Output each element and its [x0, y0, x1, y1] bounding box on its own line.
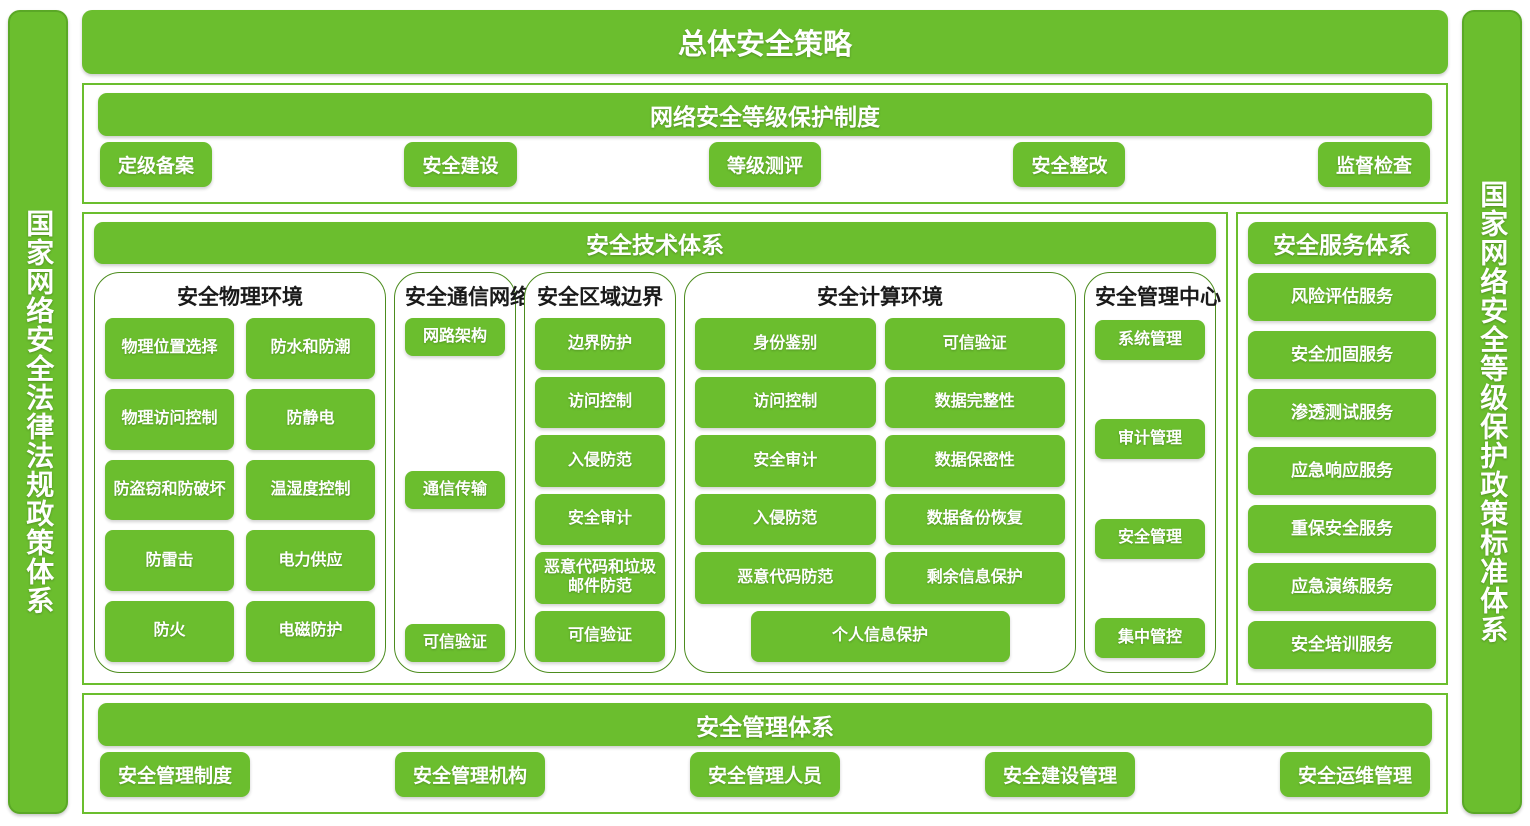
grading-step-chip[interactable]: 安全整改: [1013, 141, 1126, 187]
tech-item-chip[interactable]: 入侵防范: [535, 435, 665, 487]
tech-column-items: 网路架构 通信传输 可信验证: [405, 318, 505, 662]
grading-step-chip[interactable]: 安全建设: [404, 141, 517, 187]
tech-item-chip[interactable]: 恶意代码和垃圾邮件防范: [535, 552, 665, 604]
left-pillar-label: 国家网络安全法律法规政策体系: [23, 209, 55, 615]
tech-column-management-center: 安全管理中心 系统管理 审计管理 安全管理 集中管控: [1084, 272, 1221, 673]
tech-item-chip[interactable]: 温湿度控制: [246, 459, 375, 521]
service-item-chip[interactable]: 应急响应服务: [1248, 447, 1436, 495]
management-item-chip[interactable]: 安全运维管理: [1279, 751, 1430, 797]
grading-step-chip[interactable]: 监督检查: [1317, 141, 1430, 187]
tech-column-computing-environment: 安全计算环境 身份鉴别 可信验证 访问控制 数据完整性 安全审计 数据保密性 入…: [684, 272, 1076, 673]
technical-system-columns: 安全物理环境 物理位置选择 防水和防潮 物理访问控制 防静电 防盗窃和防破坏 温…: [94, 272, 1221, 673]
service-item-chip[interactable]: 应急演练服务: [1248, 563, 1436, 611]
service-system-title-bar: 安全服务体系: [1248, 222, 1436, 264]
tech-column-title: 安全通信网络: [405, 286, 531, 309]
grading-step-chip[interactable]: 定级备案: [100, 141, 213, 187]
tech-item-chip[interactable]: 系统管理: [1095, 320, 1205, 360]
tech-item-chip[interactable]: 数据备份恢复: [884, 493, 1065, 545]
tech-item-chip[interactable]: 网路架构: [405, 318, 505, 356]
tech-column-items: 身份鉴别 可信验证 访问控制 数据完整性 安全审计 数据保密性 入侵防范 数据备…: [695, 318, 1065, 662]
tech-item-chip[interactable]: 安全审计: [535, 493, 665, 545]
overall-security-strategy-title: 总体安全策略: [677, 29, 852, 61]
service-item-chip[interactable]: 安全培训服务: [1248, 621, 1436, 669]
right-pillar-label: 国家网络安全等级保护政策标准体系: [1477, 180, 1509, 644]
management-system-item-row: 安全管理制度 安全管理机构 安全管理人员 安全建设管理 安全运维管理: [98, 746, 1432, 802]
management-system-panel: 安全管理体系 安全管理制度 安全管理机构 安全管理人员 安全建设管理 安全运维管…: [82, 693, 1448, 814]
management-system-title: 安全管理体系: [696, 713, 834, 740]
middle-region: 安全技术体系 安全物理环境 物理位置选择 防水和防潮 物理访问控制 防静电 防盗…: [82, 212, 1448, 685]
tech-item-chip[interactable]: 可信验证: [405, 624, 505, 662]
tech-item-chip[interactable]: 电磁防护: [246, 601, 375, 662]
service-item-chip[interactable]: 重保安全服务: [1248, 505, 1436, 553]
tech-item-chip[interactable]: 恶意代码防范: [695, 552, 876, 604]
tech-item-chip[interactable]: 防盗窃和防破坏: [105, 459, 234, 521]
tech-column-communication-network: 安全通信网络 网路架构 通信传输 可信验证: [394, 272, 531, 673]
tech-item-chip[interactable]: 入侵防范: [695, 493, 876, 545]
service-item-chip[interactable]: 风险评估服务: [1248, 273, 1436, 321]
tech-item-chip[interactable]: 数据完整性: [884, 376, 1065, 428]
tech-item-chip[interactable]: 防静电: [246, 388, 375, 450]
grading-step-chip[interactable]: 等级测评: [708, 141, 821, 187]
tech-column-title: 安全计算环境: [817, 286, 943, 309]
management-system-title-bar: 安全管理体系: [98, 703, 1432, 746]
tech-item-chip[interactable]: 可信验证: [535, 610, 665, 662]
service-system-title: 安全服务体系: [1273, 232, 1411, 258]
grading-protection-panel: 网络安全等级保护制度 定级备案 安全建设 等级测评 安全整改 监督检查: [82, 83, 1448, 204]
tech-column-title: 安全管理中心: [1095, 286, 1221, 309]
tech-item-chip[interactable]: 访问控制: [695, 376, 876, 428]
right-pillar-grading-policy-standard-system: 国家网络安全等级保护政策标准体系: [1462, 10, 1522, 814]
service-item-chip[interactable]: 渗透测试服务: [1248, 389, 1436, 437]
grading-protection-title: 网络安全等级保护制度: [650, 103, 880, 130]
left-pillar-legal-policy-system: 国家网络安全法律法规政策体系: [8, 10, 68, 814]
tech-column-physical-environment: 安全物理环境 物理位置选择 防水和防潮 物理访问控制 防静电 防盗窃和防破坏 温…: [94, 272, 386, 673]
tech-item-chip[interactable]: 防雷击: [105, 530, 234, 592]
tech-item-chip[interactable]: 剩余信息保护: [884, 552, 1065, 604]
tech-item-chip[interactable]: 可信验证: [884, 318, 1065, 370]
tech-item-chip[interactable]: 数据保密性: [884, 435, 1065, 487]
tech-item-chip[interactable]: 安全审计: [695, 435, 876, 487]
center-column: 总体安全策略 网络安全等级保护制度 定级备案 安全建设 等级测评 安全整改 监督…: [82, 10, 1448, 814]
tech-column-items: 边界防护 访问控制 入侵防范 安全审计 恶意代码和垃圾邮件防范 可信验证: [535, 318, 665, 662]
tech-item-chip[interactable]: 防火: [105, 601, 234, 662]
tech-item-chip[interactable]: 集中管控: [1095, 617, 1205, 658]
tech-item-chip[interactable]: 访问控制: [535, 376, 665, 428]
tech-column-title: 安全区域边界: [537, 286, 663, 309]
service-system-panel: 安全服务体系 风险评估服务 安全加固服务 渗透测试服务 应急响应服务 重保安全服…: [1236, 212, 1448, 685]
tech-item-chip[interactable]: 身份鉴别: [695, 318, 876, 370]
tech-item-chip[interactable]: 物理访问控制: [105, 388, 234, 450]
management-item-chip[interactable]: 安全管理人员: [689, 751, 840, 797]
tech-item-chip[interactable]: 电力供应: [246, 530, 375, 592]
tech-item-chip[interactable]: 通信传输: [405, 471, 505, 509]
tech-column-items: 系统管理 审计管理 安全管理 集中管控: [1095, 318, 1205, 662]
technical-system-title: 安全技术体系: [586, 232, 724, 258]
technical-system-panel: 安全技术体系 安全物理环境 物理位置选择 防水和防潮 物理访问控制 防静电 防盗…: [82, 212, 1228, 685]
overall-security-strategy-banner: 总体安全策略: [82, 10, 1448, 74]
management-item-chip[interactable]: 安全建设管理: [984, 751, 1135, 797]
technical-system-title-bar: 安全技术体系: [94, 222, 1216, 264]
tech-column-title: 安全物理环境: [177, 286, 303, 309]
tech-item-chip[interactable]: 防水和防潮: [246, 318, 375, 379]
management-item-chip[interactable]: 安全管理制度: [100, 751, 251, 797]
tech-item-chip[interactable]: 个人信息保护: [750, 610, 1010, 662]
tech-item-chip[interactable]: 审计管理: [1095, 419, 1205, 460]
tech-column-items: 物理位置选择 防水和防潮 物理访问控制 防静电 防盗窃和防破坏 温湿度控制 防雷…: [105, 318, 375, 662]
grading-protection-title-bar: 网络安全等级保护制度: [98, 93, 1432, 136]
tech-item-chip[interactable]: 安全管理: [1095, 518, 1205, 559]
grading-protection-step-row: 定级备案 安全建设 等级测评 安全整改 监督检查: [98, 136, 1432, 192]
management-item-chip[interactable]: 安全管理机构: [394, 751, 545, 797]
service-item-chip[interactable]: 安全加固服务: [1248, 331, 1436, 379]
tech-item-chip[interactable]: 边界防护: [535, 318, 665, 370]
tech-item-chip[interactable]: 物理位置选择: [105, 318, 234, 379]
service-system-items: 风险评估服务 安全加固服务 渗透测试服务 应急响应服务 重保安全服务 应急演练服…: [1248, 273, 1436, 673]
tech-column-zone-boundary: 安全区域边界 边界防护 访问控制 入侵防范 安全审计 恶意代码和垃圾邮件防范 可…: [524, 272, 676, 673]
